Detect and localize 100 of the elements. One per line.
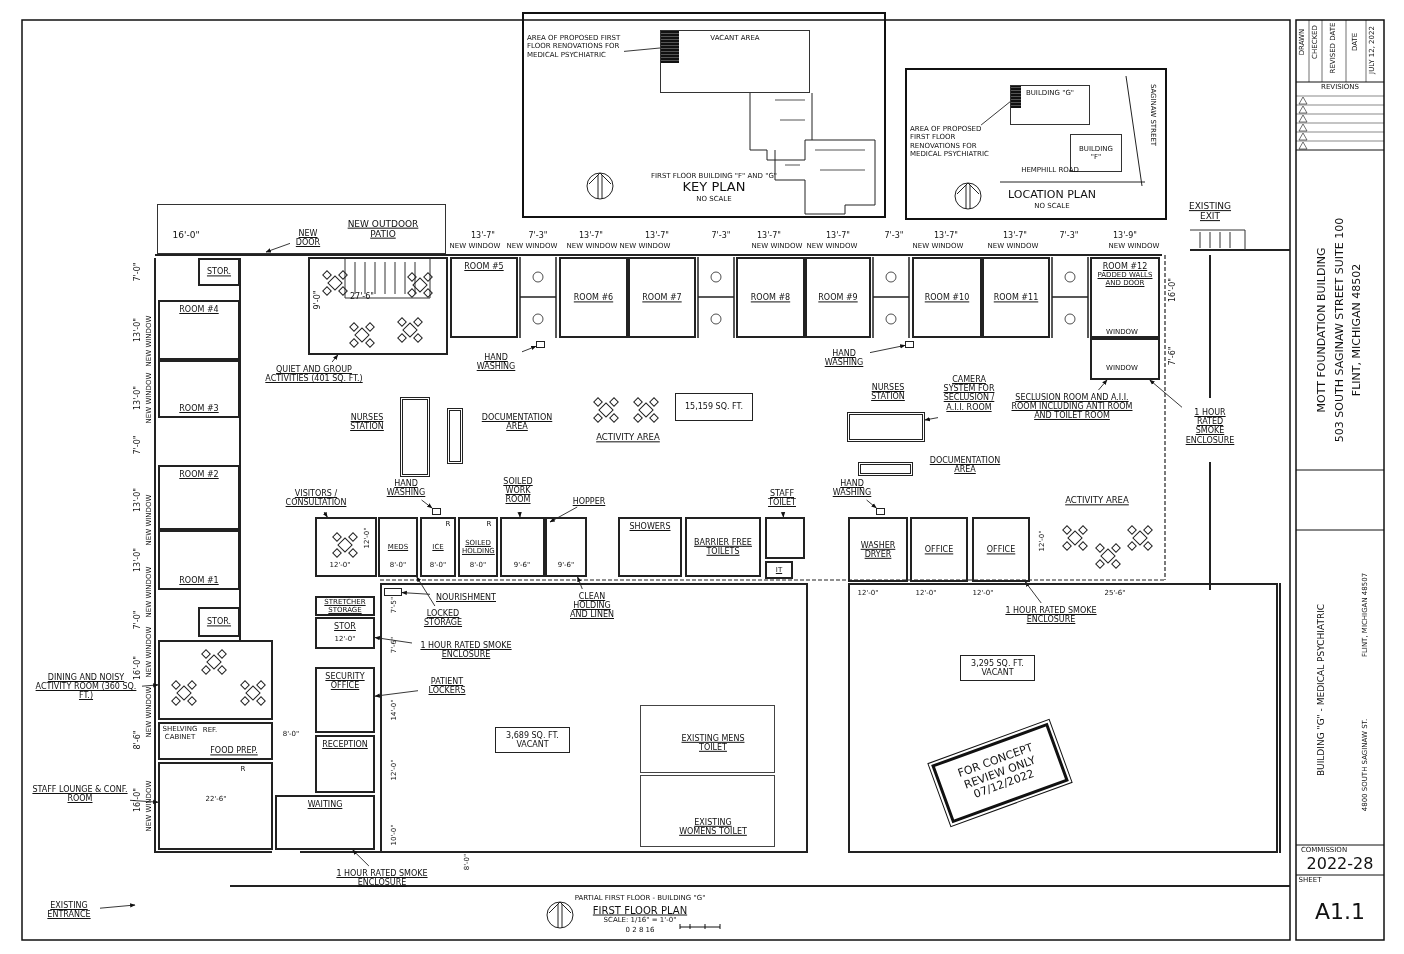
room-label: STOR. bbox=[205, 617, 233, 627]
vacant-area bbox=[380, 583, 808, 853]
dimension-text: 8'-6" bbox=[133, 730, 143, 750]
room bbox=[912, 257, 982, 338]
room bbox=[315, 617, 375, 649]
room-label: ROOM #5 bbox=[463, 262, 505, 272]
callout-text: 1 HOUR RATED SMOKE ENCLOSURE bbox=[995, 603, 1107, 629]
area-label: ACTIVITY AREA bbox=[1065, 496, 1129, 506]
room-label: STOR. bbox=[205, 267, 233, 277]
room bbox=[1090, 257, 1160, 338]
room bbox=[805, 257, 871, 338]
room bbox=[972, 517, 1030, 582]
callout-text: QUIET AND GROUP ACTIVITIES (401 SQ. FT.) bbox=[258, 362, 370, 406]
dimension-text: 7'-3" bbox=[711, 231, 731, 241]
hatched-area bbox=[1011, 86, 1021, 108]
room bbox=[198, 607, 240, 637]
patio-outline bbox=[157, 204, 446, 254]
callout-text: STAFF TOILET bbox=[760, 486, 804, 512]
room-label: OFFICE bbox=[923, 544, 955, 555]
leader-line bbox=[980, 100, 1012, 126]
callout-text: HAND WASHING bbox=[818, 346, 870, 370]
room bbox=[1090, 338, 1160, 380]
room bbox=[158, 465, 240, 530]
title-block-text: BUILDING "G" - MEDICAL PSYCHIATRIC bbox=[1317, 603, 1327, 777]
sheet-number: A1.1 bbox=[1315, 899, 1365, 925]
callout-text: STAFF LOUNGE & CONF. ROOM bbox=[30, 782, 130, 812]
callout-text: PATIENT LOCKERS bbox=[418, 674, 476, 700]
room-label: ROOM #2 bbox=[178, 470, 220, 480]
building-outline bbox=[1010, 85, 1090, 125]
room bbox=[420, 517, 456, 577]
plan-panel bbox=[905, 68, 1167, 220]
room bbox=[736, 257, 805, 338]
room-label: EXISTING WOMENS TOILET bbox=[678, 817, 748, 837]
callout-text: NOURISHMENT bbox=[430, 590, 502, 603]
dimension-text: 13'-7" bbox=[826, 231, 850, 241]
area-tag: 3,689 SQ. FT. VACANT bbox=[495, 727, 570, 753]
dimension-text: 7'-3" bbox=[884, 231, 904, 241]
room bbox=[450, 257, 518, 338]
room bbox=[158, 300, 240, 360]
leader-line bbox=[780, 511, 786, 518]
room bbox=[685, 517, 761, 577]
callout-text: HAND WASHING bbox=[470, 350, 522, 374]
room bbox=[765, 561, 793, 579]
room bbox=[378, 517, 418, 577]
area-tag: 15,159 SQ. FT. bbox=[675, 393, 753, 421]
station-label: DOCUMENTATION AREA bbox=[480, 414, 554, 432]
dimension-text: 7'-3" bbox=[528, 231, 548, 241]
room bbox=[158, 530, 240, 590]
dimension-text: 13'-7" bbox=[934, 231, 958, 241]
room bbox=[315, 517, 377, 577]
dimension-text: 27'-6" bbox=[350, 292, 374, 302]
callout-text: SOILED WORK ROOM bbox=[494, 474, 542, 512]
leader-line bbox=[322, 511, 328, 518]
counter bbox=[847, 412, 925, 442]
dimension-text: 13'-9" bbox=[1113, 231, 1137, 241]
counter bbox=[858, 462, 913, 476]
room-label: NEW OUTDOOR PATIO bbox=[346, 218, 420, 240]
dimension-text: 16'-0" bbox=[133, 788, 143, 812]
callout-text: VISITORS / CONSULTATION bbox=[268, 486, 364, 512]
building-outline bbox=[660, 30, 810, 93]
sink-symbol bbox=[876, 508, 885, 515]
callout-text: EXISTING ENTRANCE bbox=[38, 898, 100, 924]
callout-text: CAMERA SYSTEM FOR SECLUSION / A.I.I. ROOM bbox=[938, 372, 1000, 452]
dimension-text: 16'-0" bbox=[133, 656, 143, 680]
room-label: ROOM #3 bbox=[178, 403, 220, 413]
room bbox=[198, 258, 240, 286]
leader-line bbox=[331, 354, 339, 363]
room bbox=[628, 257, 696, 338]
room bbox=[848, 517, 908, 582]
callout-text: HOPPER bbox=[566, 494, 612, 507]
room bbox=[500, 517, 545, 577]
callout-text: 1 HOUR RATED SMOKE ENCLOSURE bbox=[412, 638, 520, 664]
sink-symbol bbox=[432, 508, 441, 515]
room bbox=[275, 795, 375, 850]
callout-text: HAND WASHING bbox=[826, 476, 878, 500]
toilet-room bbox=[640, 705, 775, 773]
room-label: ROOM #12 bbox=[1101, 262, 1149, 272]
room bbox=[158, 762, 273, 850]
callout-text: SECLUSION ROOM AND A.I.I. ROOM INCLUDING ANTI ROOM AND TOILET ROOM bbox=[1008, 390, 1136, 452]
room-label: SHOWERS bbox=[628, 522, 672, 532]
room bbox=[559, 257, 628, 338]
room bbox=[158, 360, 240, 418]
dimension-text: 7'-0" bbox=[133, 610, 143, 630]
room-label: SECURITY OFFICE bbox=[324, 672, 366, 691]
plan-title: LOCATION PLAN bbox=[1007, 188, 1097, 202]
room bbox=[765, 517, 805, 559]
dimension-text: 7'-0" bbox=[133, 435, 143, 455]
room-label: RECEPTION bbox=[321, 740, 369, 750]
room-label: WASHER DRYER bbox=[859, 540, 897, 559]
room bbox=[158, 722, 273, 760]
title-block-text: 503 SOUTH SAGINAW STREET SUITE 100 bbox=[1333, 217, 1347, 443]
room-label: ROOM #6 bbox=[572, 292, 615, 303]
station-label: NURSES STATION bbox=[349, 414, 385, 432]
dimension-text: 13'-7" bbox=[757, 231, 781, 241]
counter bbox=[447, 408, 463, 464]
dimension-text: 13'-0" bbox=[133, 386, 143, 410]
dimension-text: 13'-0" bbox=[133, 318, 143, 342]
dimension-text: 13'-0" bbox=[133, 548, 143, 572]
dimension-text: 13'-7" bbox=[645, 231, 669, 241]
room bbox=[158, 640, 273, 720]
